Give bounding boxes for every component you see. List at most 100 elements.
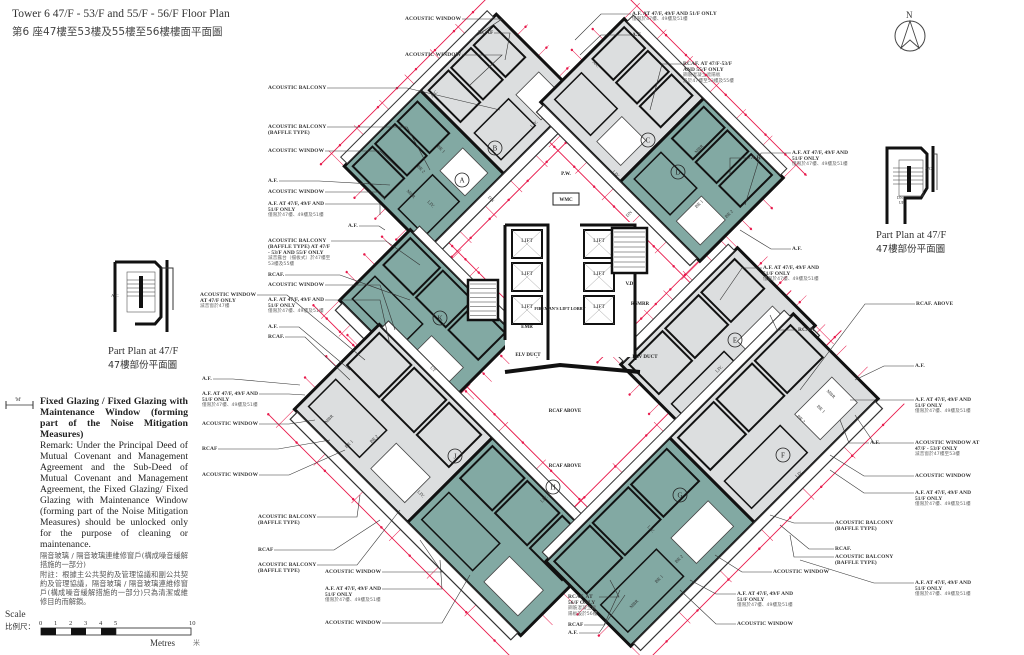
room-wall: [670, 105, 726, 161]
dimension-tick: [395, 238, 398, 241]
callout-text: RCAF.: [798, 327, 815, 333]
unit-wing: [340, 10, 585, 255]
room-wall: [552, 524, 624, 595]
dimension-tick: [507, 198, 510, 202]
dimension-tick: [353, 196, 356, 199]
balcony: [632, 400, 884, 652]
dimension-tick: [295, 441, 298, 444]
callout-leader-line: [213, 378, 301, 386]
page-title: Tower 6 47/F - 53/F and 55/F - 56/F Floo…: [12, 8, 230, 20]
callout-text: ACOUSTIC BALCONY (BAFFLE TYPE): [835, 520, 894, 532]
callout-text: A.F.: [792, 246, 802, 252]
callout-leader-line: [719, 267, 762, 301]
legend-remark-zh: 附註：根據主公共契約及管理協議和副公共契約及管理協議，隔音玻璃 / 隔音玻璃連維…: [40, 570, 188, 606]
callout-text-zh: 鋼筋混凝土遮 陽板設於56樓: [568, 606, 598, 617]
dimension-tick: [644, 14, 648, 17]
dimension-tick: [592, 185, 596, 188]
callout-text: A.F. AT 47/F, 49/F AND 51/F ONLY: [792, 150, 849, 162]
callout-text: A.F.: [268, 324, 278, 330]
legend-fixed-glazing: Fixed Glazing / Fixed Glazing with Maint…: [40, 396, 188, 606]
room-label-liv: LIV.: [794, 469, 803, 478]
dimension-tick: [578, 497, 581, 501]
callout-label: ACOUSTIC WINDOW: [268, 148, 324, 154]
scale-label-zh: 比例尺：: [5, 622, 35, 631]
ac-platform: [626, 14, 788, 176]
callout-text-zh: 僅限於47樓、49樓及51樓: [202, 403, 258, 408]
callout-label: RCAF: [202, 446, 217, 452]
legend-remark: Remark: Under the Principal Deed of Mutu…: [40, 440, 188, 550]
callout-text: A.F.: [268, 178, 278, 184]
callout-leader-line: [274, 519, 381, 551]
dimension-tick: [451, 244, 454, 248]
room-label-ac: A/C: [429, 89, 438, 98]
unit-letter: B: [493, 145, 498, 153]
dimension-tick: [597, 634, 601, 637]
north-arrow-icon: N: [894, 10, 926, 52]
callout-text: A.F.: [870, 440, 880, 446]
callout-leader-line: [689, 579, 736, 595]
callout-text: ACOUSTIC WINDOW: [202, 472, 259, 478]
scale-unit: Metres: [150, 638, 175, 648]
dimension-tick: [570, 48, 574, 52]
room-wall: [591, 25, 647, 82]
core-label-elv: ELV DUCT: [515, 353, 541, 358]
callout-label: RCAF.: [798, 327, 814, 333]
unit-letter: G: [677, 492, 682, 500]
dimension-tick: [669, 288, 672, 291]
bathroom: [370, 442, 431, 504]
callout-leader-line: [259, 449, 346, 476]
callout-label: A.F.: [915, 363, 925, 369]
room-wall: [553, 71, 619, 137]
callout-text: ACOUSTIC WINDOW: [202, 421, 259, 427]
dimension-tick: [363, 253, 366, 256]
callout-leader-line: [462, 54, 503, 86]
core-label-rcaf_above: RCAF ABOVE: [549, 409, 582, 414]
scale-unit-zh: 米: [193, 639, 200, 647]
unit-letter: E: [733, 337, 737, 345]
callout-text-zh: 僅限於47樓、49樓及51樓: [915, 502, 971, 507]
dimension-tick: [452, 29, 456, 33]
core-label-pw: P.W.: [561, 172, 571, 177]
callout-label: A.F.: [268, 178, 278, 184]
unit-letter: F: [781, 452, 785, 460]
callout-text-zh: 減音窗於47樓: [200, 304, 230, 309]
fixed-glazing-symbol-icon: 'M': [5, 398, 34, 409]
callout-leader-line: [744, 152, 791, 206]
callout-leader-line: [739, 229, 791, 250]
dimension-tick: [724, 93, 727, 97]
part-plan-left: A/C: [111, 260, 174, 332]
callout-leader-line: [462, 18, 504, 41]
callout-label: A.F.: [751, 155, 761, 161]
room-label-mbr: MBR: [629, 598, 640, 609]
room-wall: [345, 331, 413, 399]
callout-text: A.F.: [751, 155, 761, 161]
core-label-vd: V.D.: [625, 282, 635, 287]
dimension-tick: [433, 48, 437, 52]
callout-text: A.F.: [568, 630, 578, 636]
callout-leader-line: [799, 303, 915, 391]
callout-text-zh: 減音露台（擋板式）於47樓至 53樓及55樓: [268, 256, 331, 267]
callout-leader-line: [382, 559, 443, 590]
dimension-tick: [380, 235, 384, 238]
bathroom: [675, 195, 726, 246]
room-wall: [415, 401, 483, 469]
part-plan-ac-label: A/C: [111, 293, 119, 298]
callout-text-zh: 僅限於47樓、49樓及51樓: [915, 592, 971, 597]
room-wall: [715, 362, 786, 433]
room-wall: [614, 49, 671, 105]
callout-leader-line: [285, 336, 351, 381]
page-title-zh: 第6 座47樓至53樓及55樓至56樓樓面平面圖: [12, 26, 223, 38]
unit-label-d: D: [670, 164, 686, 180]
dimension-tick: [376, 105, 380, 109]
dimension-tick: [346, 333, 349, 337]
unit-label-j: J: [447, 448, 463, 464]
dimension-tick: [500, 354, 503, 358]
callout-text: A.F. AT 47/F, 49/F AND 51/F ONLY: [737, 591, 794, 603]
callout-label: ACOUSTIC WINDOW: [268, 282, 324, 288]
room-label-dn: DN: [487, 195, 496, 204]
